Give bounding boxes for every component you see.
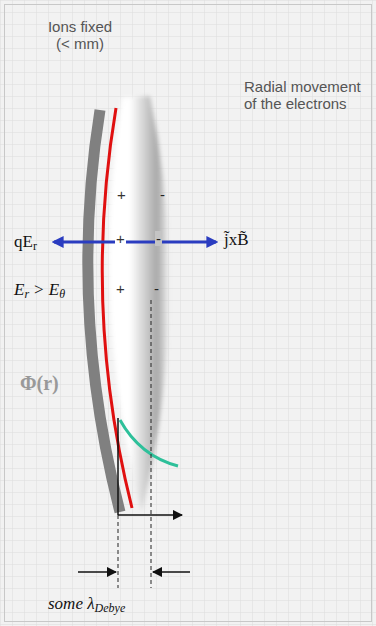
sheath-edge [102,108,132,508]
subscript: r [24,288,29,302]
electron-charge: - [155,231,162,246]
potential-curve [120,420,178,466]
force-symbol: qE [14,232,33,252]
dimension-arrow [153,571,190,573]
potential-axis [117,418,119,515]
ion-charge: + [116,280,125,297]
dashed-guide [118,515,119,588]
field-symbol: E [14,280,24,300]
force-arrow [54,241,216,244]
subscript: r [33,240,37,254]
force-symbol: j̃xB̃ [224,230,249,250]
electrons-label: Radial movement of the electrons [244,78,368,113]
electron-charge: - [160,186,165,203]
radius-axis [118,514,182,516]
electron-charge: - [154,280,159,297]
frame [5,5,372,622]
field-symbol: > E [33,280,59,300]
ion-charge: + [115,231,126,246]
dashed-guide [151,300,152,588]
subscript: Debye [95,602,126,616]
dimension-arrow [78,571,116,573]
potential-symbol: Φ(r) [20,372,59,395]
length-label: some λ [48,594,95,614]
subscript: θ [59,288,65,302]
ions-label: Ions fixed (< mm) [42,18,118,53]
ion-charge: + [117,186,126,203]
